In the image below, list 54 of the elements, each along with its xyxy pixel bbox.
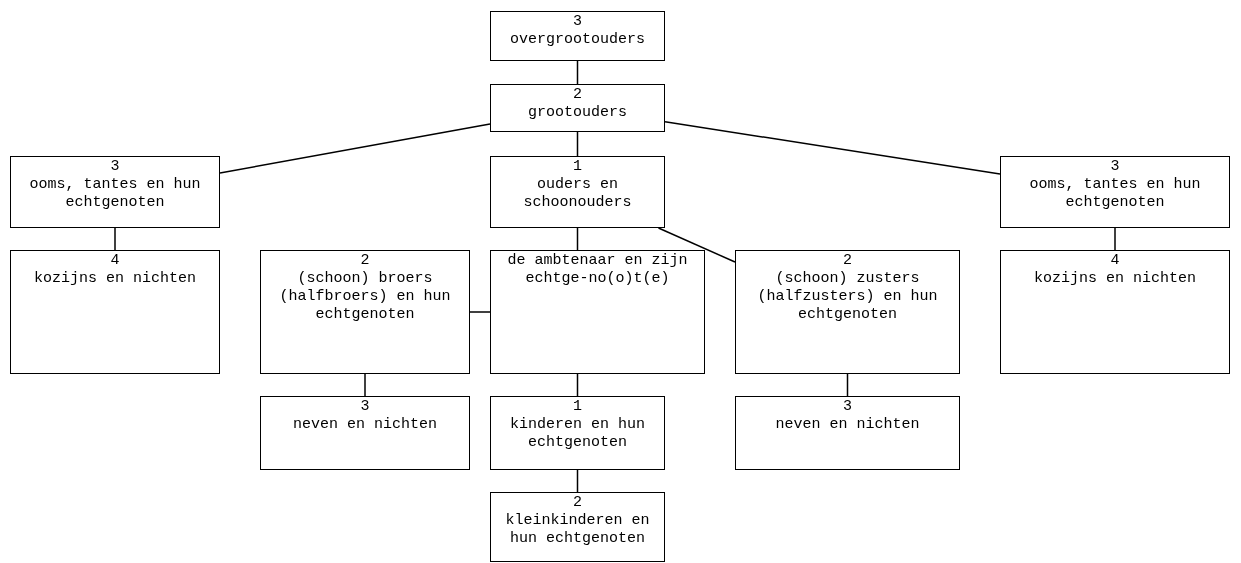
relation-box [490,156,665,228]
relation-box [260,250,470,374]
connector-line [1114,227,1116,251]
relation-box [490,84,665,132]
relation-box [490,250,705,374]
relation-box [490,492,665,562]
degree-number: 4 [110,252,120,270]
degree-number: 3 [360,398,370,416]
connector-line [114,227,116,251]
degree-number: 3 [843,398,852,416]
relation-box [10,250,220,374]
relation-label: kozijns en nichten [1034,270,1196,288]
relation-box [735,250,960,374]
connector-line [657,227,736,263]
relation-label: kleinkinderen en hun echtgenoten [504,512,651,548]
relation-label: ooms, tantes en hun echtgenoten [1028,176,1202,212]
relation-box [735,396,960,470]
connector-line [576,227,579,251]
connector-line [576,131,579,157]
connector-line [576,373,579,397]
relation-box [1000,156,1230,228]
relation-label: de ambtenaar en zijn echtge-no(o)t(e) [506,252,689,288]
relation-label: ouders en schoonouders [522,176,633,212]
degree-number: 2 [360,252,370,270]
degree-number: 3 [1110,158,1120,176]
relation-box [260,396,470,470]
relation-label: (schoon) broers (halfbroers) en hun echtgenoten [278,270,452,324]
degree-number: 2 [843,252,852,270]
relation-label: neven en nichten [293,416,437,434]
connector-line [219,123,491,174]
connector-line [664,120,1001,175]
degree-number: 2 [573,86,582,104]
relation-label: kinderen en hun echtgenoten [509,416,646,452]
relation-label: grootouders [528,104,627,122]
relation-label: (schoon) zusters (halfzusters) en hun echtgenoten [756,270,939,324]
degree-number: 1 [573,158,582,176]
degree-number: 2 [573,494,582,512]
degree-number: 3 [573,13,582,31]
relation-label: overgrootouders [510,31,645,49]
relation-box [490,11,665,61]
connector-line [576,469,579,493]
relation-box [10,156,220,228]
relation-box [1000,250,1230,374]
degree-number: 1 [573,398,582,416]
connector-line [576,60,579,85]
connector-line [469,311,491,313]
degree-number: 3 [110,158,120,176]
relation-label: kozijns en nichten [34,270,196,288]
relation-label: ooms, tantes en hun echtgenoten [28,176,202,212]
relation-label: neven en nichten [775,416,920,434]
relation-box [490,396,665,470]
connector-line [846,373,849,397]
degree-number: 4 [1110,252,1120,270]
connector-line [364,373,366,397]
